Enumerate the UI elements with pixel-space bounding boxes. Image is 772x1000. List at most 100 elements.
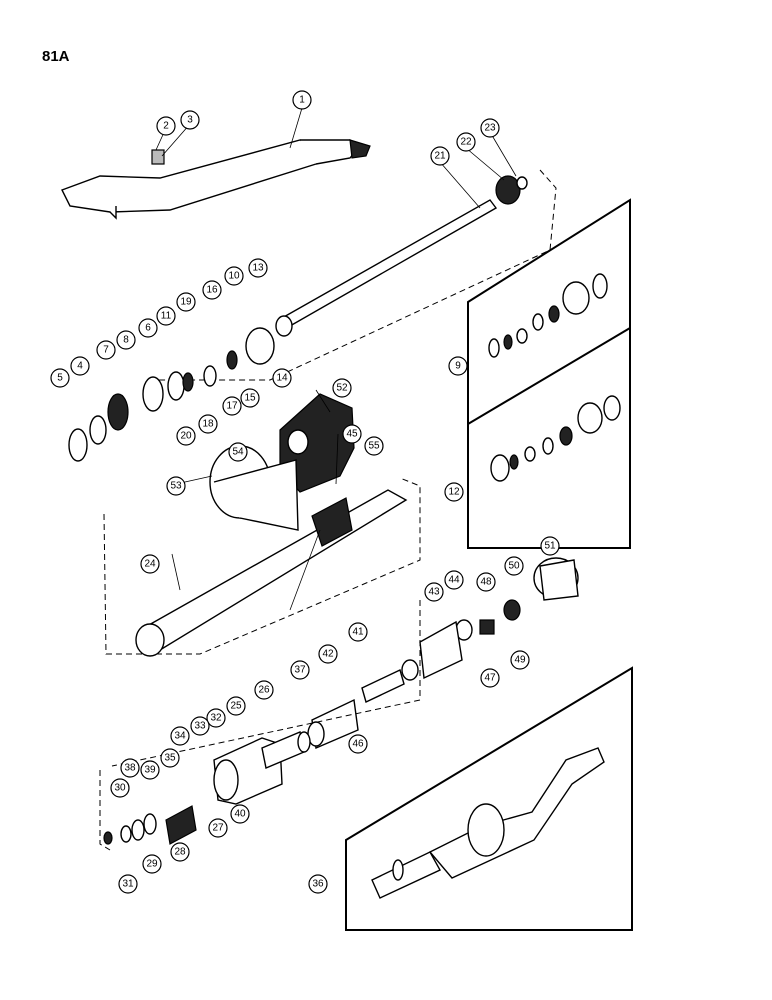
callout-36: 36 — [308, 874, 328, 894]
valve-assembly — [307, 557, 579, 750]
svg-text:37: 37 — [294, 665, 306, 676]
callout-44: 44 — [444, 570, 464, 590]
callout-47: 47 — [480, 668, 500, 688]
svg-text:23: 23 — [484, 123, 496, 134]
svg-text:11: 11 — [161, 311, 172, 322]
svg-text:53: 53 — [170, 481, 182, 492]
svg-text:19: 19 — [180, 297, 192, 308]
callout-2: 2 — [156, 116, 176, 136]
svg-text:36: 36 — [312, 879, 324, 890]
callout-1: 1 — [292, 90, 312, 110]
callout-26: 26 — [254, 680, 274, 700]
svg-text:33: 33 — [194, 721, 206, 732]
callout-43: 43 — [424, 582, 444, 602]
callout-38: 38 — [120, 758, 140, 778]
svg-text:8: 8 — [123, 335, 129, 346]
callout-17: 17 — [222, 396, 242, 416]
svg-text:24: 24 — [144, 559, 156, 570]
svg-text:31: 31 — [122, 879, 134, 890]
seal-stack — [68, 315, 293, 462]
svg-text:28: 28 — [174, 847, 186, 858]
svg-text:27: 27 — [212, 823, 224, 834]
svg-text:34: 34 — [174, 731, 186, 742]
svg-text:43: 43 — [428, 587, 440, 598]
svg-text:20: 20 — [180, 431, 192, 442]
callout-15: 15 — [240, 388, 260, 408]
callout-52: 52 — [332, 378, 352, 398]
callout-33: 33 — [190, 716, 210, 736]
svg-text:12: 12 — [448, 487, 460, 498]
svg-text:41: 41 — [352, 627, 364, 638]
svg-text:45: 45 — [346, 429, 358, 440]
svg-text:48: 48 — [480, 577, 492, 588]
callout-39: 39 — [140, 760, 160, 780]
svg-text:2: 2 — [163, 121, 169, 132]
callout-42: 42 — [318, 644, 338, 664]
callout-40: 40 — [230, 804, 250, 824]
svg-text:22: 22 — [460, 137, 472, 148]
callout-3: 3 — [180, 110, 200, 130]
leader-lines — [155, 107, 517, 611]
svg-text:32: 32 — [210, 713, 222, 724]
callout-12: 12 — [444, 482, 464, 502]
callout-21: 21 — [430, 146, 450, 166]
svg-text:1: 1 — [299, 95, 305, 106]
callout-7: 7 — [96, 340, 116, 360]
svg-text:16: 16 — [206, 285, 218, 296]
callout-35: 35 — [160, 748, 180, 768]
steering-cylinder — [61, 139, 371, 220]
svg-text:14: 14 — [276, 373, 288, 384]
svg-text:6: 6 — [145, 323, 151, 334]
piston-rod — [280, 175, 528, 327]
callout-30: 30 — [110, 778, 130, 798]
svg-text:40: 40 — [234, 809, 246, 820]
alt-seal-stack-12 — [490, 395, 621, 482]
callout-24: 24 — [140, 554, 160, 574]
svg-text:10: 10 — [228, 271, 240, 282]
svg-text:25: 25 — [230, 701, 242, 712]
callout-4: 4 — [70, 356, 90, 376]
callout-14: 14 — [272, 368, 292, 388]
callout-41: 41 — [348, 622, 368, 642]
svg-text:17: 17 — [226, 401, 238, 412]
svg-text:39: 39 — [144, 765, 156, 776]
callout-31: 31 — [118, 874, 138, 894]
svg-text:15: 15 — [244, 393, 256, 404]
callout-22: 22 — [456, 132, 476, 152]
callout-51: 51 — [540, 536, 560, 556]
callout-29: 29 — [142, 854, 162, 874]
svg-text:35: 35 — [164, 753, 176, 764]
svg-text:50: 50 — [508, 561, 520, 572]
callout-19: 19 — [176, 292, 196, 312]
svg-text:5: 5 — [57, 373, 63, 384]
callout-9: 9 — [448, 356, 468, 376]
svg-text:42: 42 — [322, 649, 334, 660]
callout-16: 16 — [202, 280, 222, 300]
callout-8: 8 — [116, 330, 136, 350]
callout-49: 49 — [510, 650, 530, 670]
svg-text:26: 26 — [258, 685, 270, 696]
svg-text:44: 44 — [448, 575, 460, 586]
svg-text:13: 13 — [252, 263, 264, 274]
svg-text:52: 52 — [336, 383, 348, 394]
svg-text:21: 21 — [434, 151, 446, 162]
svg-text:18: 18 — [202, 419, 214, 430]
callout-23: 23 — [480, 118, 500, 138]
callout-50: 50 — [504, 556, 524, 576]
svg-text:51: 51 — [544, 541, 556, 552]
callout-5: 5 — [50, 368, 70, 388]
callout-18: 18 — [198, 414, 218, 434]
svg-text:9: 9 — [455, 361, 461, 372]
clamp — [279, 393, 355, 493]
callout-34: 34 — [170, 726, 190, 746]
alt-parts-box — [467, 198, 631, 549]
callout-13: 13 — [248, 258, 268, 278]
alt-valve — [371, 747, 605, 899]
callout-25: 25 — [226, 696, 246, 716]
callout-20: 20 — [176, 426, 196, 446]
svg-text:54: 54 — [232, 447, 244, 458]
svg-text:38: 38 — [124, 763, 136, 774]
callout-45: 45 — [342, 424, 362, 444]
callout-53: 53 — [166, 476, 186, 496]
